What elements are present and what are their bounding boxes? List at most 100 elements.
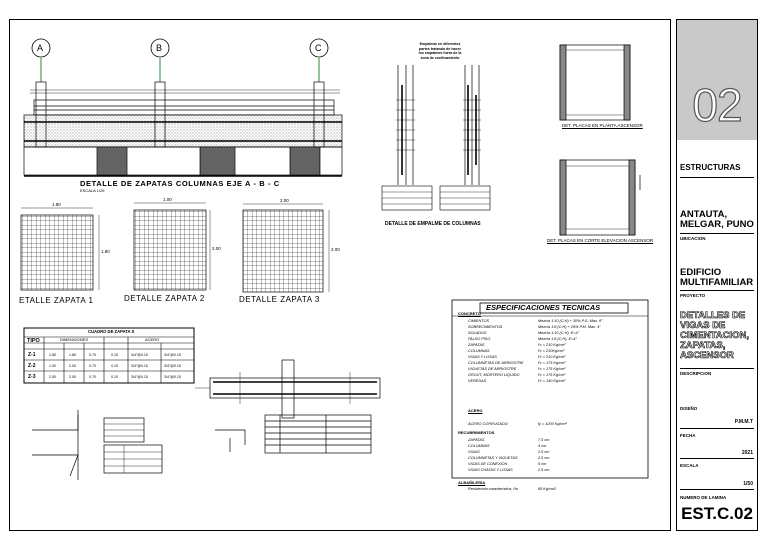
spec-cover-name: ZAPATAS bbox=[468, 438, 485, 442]
project: EDIFICIO MULTIFAMILIAR bbox=[680, 267, 754, 288]
table-cell: 0.70 bbox=[89, 353, 96, 357]
spec-concrete-value: Mezcla 1:10 (C:H), E=4" bbox=[538, 331, 579, 335]
zapata-1-width: 1.80 bbox=[52, 202, 61, 207]
footing-table-steel-header: ACERO bbox=[145, 337, 160, 342]
spec-concrete-value: f'c = 175 Kg/cm² bbox=[538, 367, 566, 371]
footing-table-lines bbox=[23, 327, 195, 384]
spec-cover-name: VIGAS CHATAS Y LOSAS bbox=[468, 468, 513, 472]
table-cell: 0.10 bbox=[111, 353, 118, 357]
table-cell: 3/4"@0.15 bbox=[131, 364, 148, 368]
zapata-3-height: 2.00 bbox=[331, 247, 340, 252]
title-block-divider bbox=[680, 368, 754, 369]
spec-concrete-name: VIGAS Y LOSAS bbox=[468, 355, 497, 359]
scale-value: 1/50 bbox=[743, 481, 753, 487]
axis-lines bbox=[40, 58, 320, 82]
specs-steel-head: ACERO bbox=[468, 408, 483, 413]
footing-section bbox=[23, 81, 343, 177]
table-cell: 3/4"@0.15 bbox=[164, 375, 181, 379]
table-cell: 2.00 bbox=[49, 375, 56, 379]
beam-detail bbox=[195, 359, 381, 454]
title-block: 02 ESTRUCTURAS ANTAUTA, MELGAR, PUNO UBI… bbox=[676, 19, 758, 531]
splice-title: DETALLE DE EMPALME DE COLUMNAS bbox=[385, 221, 481, 227]
title-block-divider bbox=[680, 177, 754, 178]
specs-cover-head: RECUBRIMIENTOS bbox=[458, 430, 495, 435]
spec-concrete-value: f'c = 210Kg/cm² bbox=[538, 349, 565, 353]
table-cell: 1.00 bbox=[49, 364, 56, 368]
spec-concrete-name: ZAPATAS bbox=[468, 343, 485, 347]
title-block-divider bbox=[680, 233, 754, 234]
sheet-number: 02 bbox=[692, 78, 743, 131]
spec-cover-name: VIGAS DE CONEXION bbox=[468, 462, 508, 466]
scale-label: ESCALA bbox=[680, 463, 699, 468]
spec-concrete-value: f'c = 210 Kg/cm² bbox=[538, 355, 566, 359]
axis-label-b: B bbox=[156, 43, 163, 53]
table-cell: 2.00 bbox=[69, 375, 76, 379]
spec-concrete-value: Mezcla 1:8 (C:H) + 25% P.M. Max. 4" bbox=[538, 325, 601, 329]
table-cell: 3/4"@0.15 bbox=[164, 364, 181, 368]
zapata-1-height: 1.80 bbox=[101, 249, 110, 254]
table-cell: 0.10 bbox=[111, 364, 118, 368]
spec-concrete-name: COLUMNETAS DE ARRIOSTRE bbox=[468, 361, 524, 365]
axis-label-c: C bbox=[315, 43, 322, 53]
spec-concrete-value: f'c = 175 Kg/cm² bbox=[538, 361, 566, 365]
description-label: DESCRIPCION bbox=[680, 371, 712, 376]
zapata-1-label: ETALLE ZAPATA 1 bbox=[19, 296, 94, 305]
drawing-linework bbox=[20, 38, 649, 480]
zapata-plans bbox=[20, 202, 330, 293]
spec-concrete-value: f'c = 210 Kg/cm² bbox=[538, 343, 566, 347]
spec-cover-name: VIGAS bbox=[468, 450, 480, 454]
description: DETALLES DE VIGAS DE CIMENTACION, ZAPATA… bbox=[680, 310, 750, 361]
date-label: FECHA bbox=[680, 433, 696, 438]
footing-table-title: CUADRO DE ZAPATA S bbox=[88, 329, 135, 334]
axis-label-a: A bbox=[37, 43, 44, 53]
plate-section-label: DET. PLACAS EN CORTE ELEVACION ASCENSOR bbox=[547, 238, 654, 243]
splice-note: Empalmar en diferentes partes tratando d… bbox=[418, 42, 462, 60]
specs-masonry-name: Resistencia característica, f'm bbox=[468, 487, 519, 491]
specs-concrete-head: CONCRETO bbox=[458, 311, 481, 316]
table-cell: 3/4"@0.15 bbox=[164, 353, 181, 357]
column-splice bbox=[381, 65, 491, 211]
spec-concrete-value: Mezcla 1:10 (C:H) + 30% P.G. Max. 6" bbox=[538, 319, 603, 323]
spec-concrete-name: VEREDAS bbox=[468, 379, 487, 383]
sheet-code-label: NUMERO DE LAMINA bbox=[680, 495, 727, 500]
table-cell: 2.00 bbox=[69, 364, 76, 368]
spec-concrete-value: Mezcla 1:8 (C:H), E=4" bbox=[538, 337, 577, 341]
spec-concrete-name: GROUT, MORTERO LIQUIDO bbox=[468, 373, 520, 377]
date-value: 2021 bbox=[741, 450, 753, 456]
zapata-3-width: 2.00 bbox=[280, 198, 289, 203]
table-cell: 0.10 bbox=[111, 375, 118, 379]
elevator-plates bbox=[559, 44, 641, 236]
spec-cover-value: 2.5 cm bbox=[538, 456, 550, 460]
drawing-frame bbox=[9, 19, 671, 531]
title-block-divider bbox=[680, 458, 754, 459]
spec-concrete-name: VIGUETAS DE ARRIOSTRE bbox=[468, 367, 517, 371]
specs-title: ESPECIFICACIONES TECNICAS bbox=[486, 303, 601, 312]
title-block-divider bbox=[680, 428, 754, 429]
zapata-2-width: 1.00 bbox=[163, 197, 172, 202]
title-block-divider bbox=[680, 489, 754, 490]
table-row-z1-tipo: Z-1 bbox=[28, 352, 36, 358]
footing-table-dim-header: DIMENSIONES bbox=[60, 337, 89, 342]
spec-concrete-value: f'c = 175 Kg/cm² bbox=[538, 373, 566, 377]
title-block-header bbox=[677, 20, 757, 140]
discipline: ESTRUCTURAS bbox=[680, 163, 741, 172]
specs-box bbox=[451, 299, 649, 479]
spec-concrete-name: SOBRECIMIENTOS bbox=[468, 325, 503, 329]
spec-cover-value: 2.5 cm bbox=[538, 450, 550, 454]
project-label: PROYECTO bbox=[680, 293, 706, 298]
sheet-code: EST.C.02 bbox=[681, 504, 753, 523]
specs-steel-value: fy = 4200 Kg/cm² bbox=[538, 422, 567, 426]
plate-plan-label: DET. PLACAS EN PLANTA ASCENSOR bbox=[562, 123, 643, 128]
footing-detail-scale: ESCALA 1/25 bbox=[80, 188, 105, 193]
location-label: UBICACION bbox=[680, 236, 706, 241]
specs-masonry-head: ALBAÑILERIA bbox=[458, 480, 486, 485]
spec-cover-value: 7.5 cm bbox=[538, 438, 550, 442]
table-cell: 3/4"@0.15 bbox=[131, 353, 148, 357]
spec-cover-value: 2.5 cm bbox=[538, 468, 550, 472]
spec-cover-value: 5 cm bbox=[538, 462, 547, 466]
spec-concrete-name: CIMIENTOS bbox=[468, 319, 490, 323]
table-row-z3-tipo: Z-3 bbox=[28, 374, 36, 380]
spec-concrete-name: FALSO PISO bbox=[468, 337, 491, 341]
table-cell: 1.80 bbox=[49, 353, 56, 357]
